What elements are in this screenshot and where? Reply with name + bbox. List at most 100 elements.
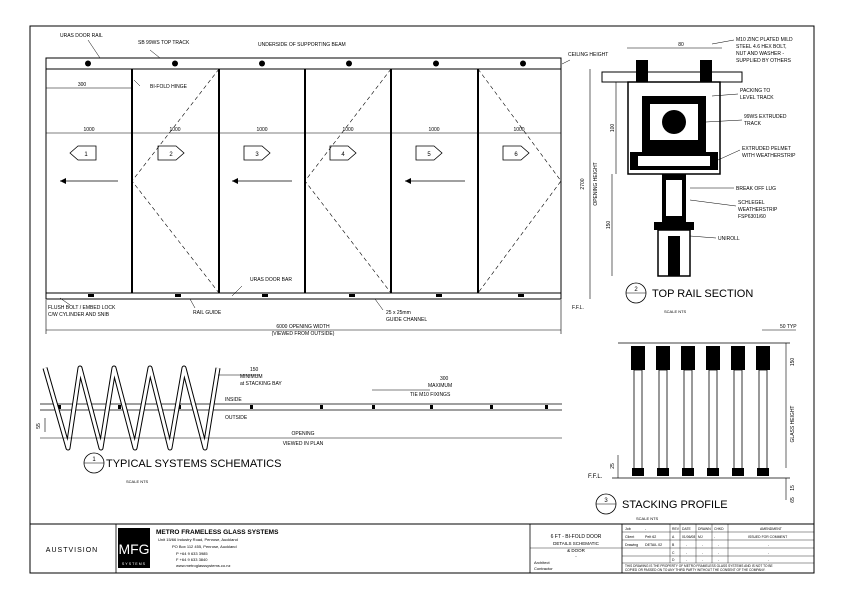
- leader-line: [689, 199, 737, 207]
- stack-glass-height: GLASS HEIGHT: [790, 406, 796, 443]
- fixing-mark: [250, 405, 253, 409]
- leader-line: [561, 59, 571, 65]
- door-rail-top: [654, 222, 694, 230]
- panel-number: 3: [255, 152, 259, 158]
- panel-number: 4: [341, 152, 345, 158]
- stack-dim-15: 15: [790, 485, 796, 491]
- project-line-4: -: [575, 554, 577, 559]
- arrow-head: [60, 178, 66, 184]
- guide-mark: [88, 294, 94, 297]
- title-block: [115, 524, 814, 573]
- callout-bifold-hinge: BI-FOLD HINGE: [150, 84, 188, 90]
- rev-cell: -: [718, 558, 719, 562]
- company-logo: [118, 528, 150, 568]
- leader-line: [149, 49, 161, 59]
- guide-mark: [262, 294, 268, 297]
- panel-width-text: 1000: [83, 127, 94, 133]
- rev-cell: -: [702, 558, 703, 562]
- schematic-viewed-in-plan: VIEWED IN PLAN: [283, 441, 324, 447]
- rev-cell: -: [768, 543, 769, 547]
- rev-header: DATE: [682, 527, 692, 531]
- schematic-stacking-bay: at STACKING BAY: [240, 381, 282, 387]
- detail-number-1: 1: [92, 457, 96, 463]
- track-fixing: [172, 60, 178, 67]
- leader-line: [189, 298, 196, 309]
- schematic-dim-300: 300: [440, 376, 449, 382]
- company-fax: F +64 9 633 3840: [176, 557, 208, 562]
- callout-guide-size: 25 x 25mm: [386, 310, 411, 316]
- leader-line: [374, 298, 384, 311]
- company-address-2: PO Box 112 455, Penrose, Auckland: [172, 544, 237, 549]
- project-line-1: 6 FT - BI-FOLD DOOR: [551, 534, 602, 540]
- callout-door-rail: URAS DOOR RAIL: [60, 33, 103, 39]
- rev-header: REV: [672, 527, 680, 531]
- rev-cell: A: [672, 535, 675, 539]
- bolt-callout-3: NUT AND WASHER -: [736, 51, 784, 57]
- stack-panel: [756, 346, 770, 476]
- rev-cell: -: [768, 551, 769, 555]
- glass-panel: [668, 236, 680, 276]
- guide-mark: [349, 294, 355, 297]
- carrier-wheel: [662, 110, 686, 134]
- panel-width-text: 1000: [428, 127, 439, 133]
- callout-top-track: SB 99WS TOP TRACK: [138, 40, 190, 46]
- tb-row-label-drawing: Drawing: [625, 543, 638, 547]
- section-dim-a: 100: [610, 124, 616, 133]
- schematic-title: TYPICAL SYSTEMS SCHEMATICS: [106, 458, 281, 470]
- panel-tag: [243, 145, 271, 161]
- arrow-head: [405, 178, 411, 184]
- stacking-title: STACKING PROFILE: [622, 499, 728, 511]
- plan-schematic: [40, 365, 562, 451]
- top-track: [45, 57, 562, 70]
- pelmet-callout-1: EXTRUDED PELMET: [742, 146, 791, 152]
- dim-300-text: 300: [78, 82, 87, 88]
- guide-mark: [436, 294, 442, 297]
- rev-cell: -: [686, 543, 687, 547]
- rev-cell: -: [702, 543, 703, 547]
- callout-bolt-lock: FLUSH BOLT / EMBED LOCK: [48, 305, 116, 311]
- ffl-label: F.F.L.: [572, 305, 584, 311]
- section-dim-80: 80: [678, 42, 684, 48]
- copyright-notice-1: THIS DRAWING IS THE PROPERTY OF METRO FR…: [625, 564, 773, 568]
- panel-number: 2: [169, 152, 173, 158]
- stack-panel: [731, 346, 745, 476]
- callout-guide-channel: GUIDE CHANNEL: [386, 317, 427, 323]
- panel-width-text: 1000: [342, 127, 353, 133]
- rev-cell: -: [718, 551, 719, 555]
- panel-width-text: 1000: [169, 127, 180, 133]
- stacking-scale: SCALE NTS: [636, 516, 659, 521]
- guide-mark: [518, 294, 524, 297]
- stack-dim-65: 65: [790, 497, 796, 503]
- panel-width-text: 1000: [513, 127, 524, 133]
- tb-row-value-drawing: DETAIL 02: [645, 543, 662, 547]
- opening-width-label: (VIEWED FROM OUTSIDE): [272, 331, 335, 337]
- tb-row-value-job: -: [645, 527, 647, 531]
- sheet-border: [29, 25, 815, 574]
- top-rail-section: [601, 39, 743, 277]
- track-fixing: [259, 60, 265, 67]
- stack-panel: [631, 346, 645, 476]
- rev-cell: -: [702, 551, 703, 555]
- company-phone: P +64 9 633 3985: [176, 551, 208, 556]
- stack-panel: [681, 346, 695, 476]
- fixing-mark: [490, 405, 493, 409]
- track-fixing: [433, 60, 439, 67]
- seal-callout-3: FSP6301/60: [738, 214, 766, 220]
- breakoff-callout: BREAK OFF LUG: [736, 186, 776, 192]
- schematic-minimum: MINIMUM: [240, 374, 263, 380]
- seal-callout-2: WEATHERSTRIP: [738, 207, 778, 213]
- schematic-maximum: MAXIMUM: [428, 383, 452, 389]
- leader-line: [87, 39, 101, 59]
- leader-line: [133, 79, 141, 87]
- guide-mark: [175, 294, 181, 297]
- rev-cell: ISSUED FOR COMMENT: [748, 535, 787, 539]
- swing-indicator: [477, 68, 562, 294]
- callout-cylinder: C/W CYLINDER AND SNIB: [48, 312, 110, 318]
- packing-callout-2: LEVEL TRACK: [740, 95, 774, 101]
- leader-line: [705, 119, 743, 123]
- swing-indicator: [304, 68, 392, 294]
- company-web: www.metroglasssystems.co.nz: [176, 563, 230, 568]
- fixing-mark: [58, 405, 61, 409]
- fixing-mark: [118, 405, 121, 409]
